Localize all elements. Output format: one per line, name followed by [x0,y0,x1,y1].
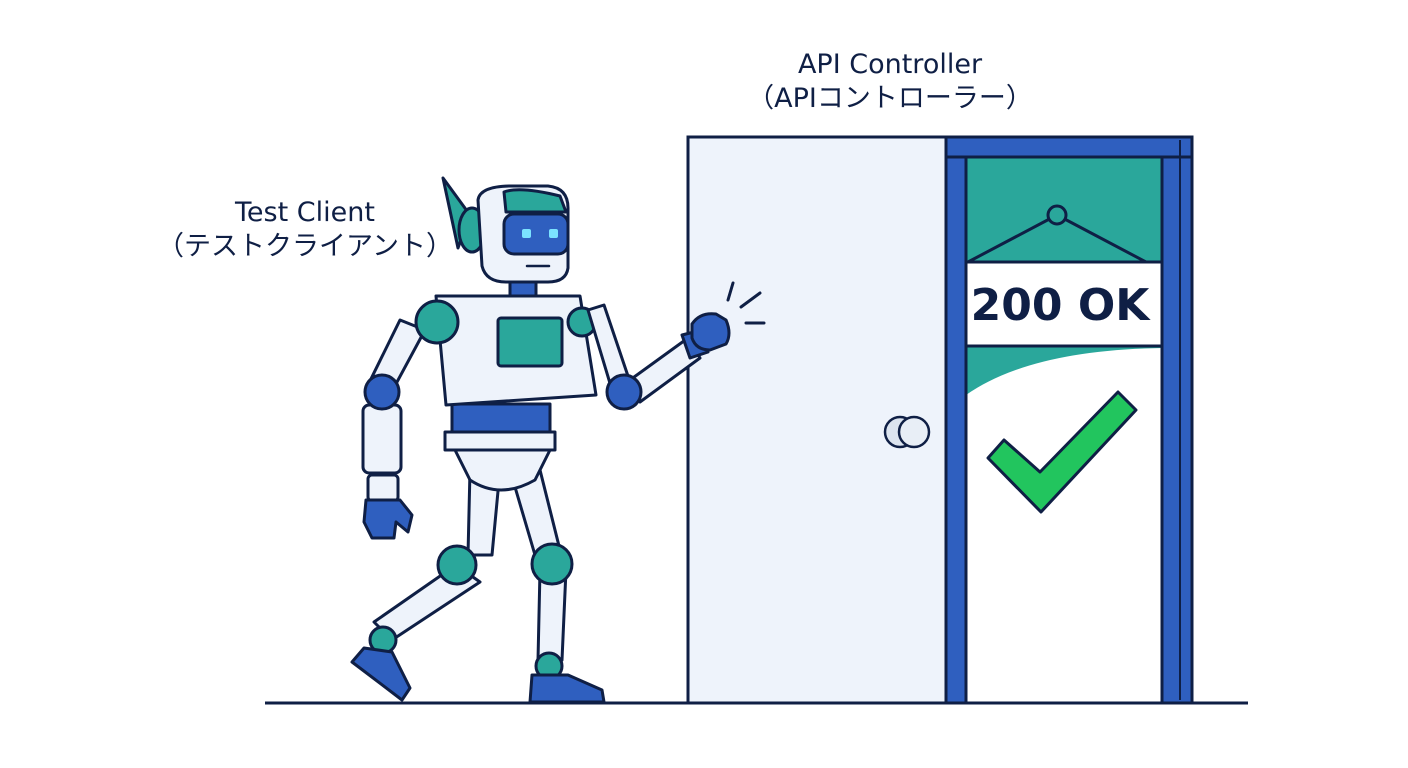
sign-board [964,260,1164,348]
test-client-subtitle: （テストクライアント） [157,231,453,262]
api-controller-label: API Controller （APIコントローラー） [715,48,1065,116]
api-controller-subtitle: （APIコントローラー） [747,83,1033,114]
sign-hook [1046,204,1068,226]
status-text: 200 OK [971,280,1152,331]
door-knob [883,415,931,449]
robot-fist [690,312,731,352]
door-frame-left [944,135,968,705]
doorway-light-lower [966,345,1162,395]
check-icon [986,390,1138,514]
door-frame-top [944,135,1194,159]
test-client-label: Test Client （テストクライアント） [140,196,470,264]
test-client-title: Test Client [235,197,375,228]
knock-lines [726,281,766,325]
door-frame-right [1160,135,1194,705]
robot-chest-panel [496,316,564,368]
api-controller-title: API Controller [797,49,983,80]
robot-visor [502,212,570,256]
robot-icon [350,176,731,704]
status-sign: 200 OK [964,204,1164,348]
